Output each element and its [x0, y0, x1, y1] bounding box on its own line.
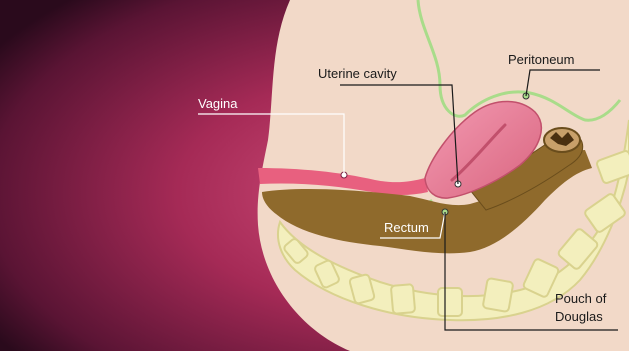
label-peritoneum: Peritoneum — [508, 52, 574, 67]
label-pouch-line1: Pouch of — [555, 291, 607, 306]
label-uterine-cavity: Uterine cavity — [318, 66, 397, 81]
label-vagina: Vagina — [198, 96, 238, 111]
label-rectum: Rectum — [384, 220, 429, 235]
label-pouch-line2: Douglas — [555, 309, 603, 324]
